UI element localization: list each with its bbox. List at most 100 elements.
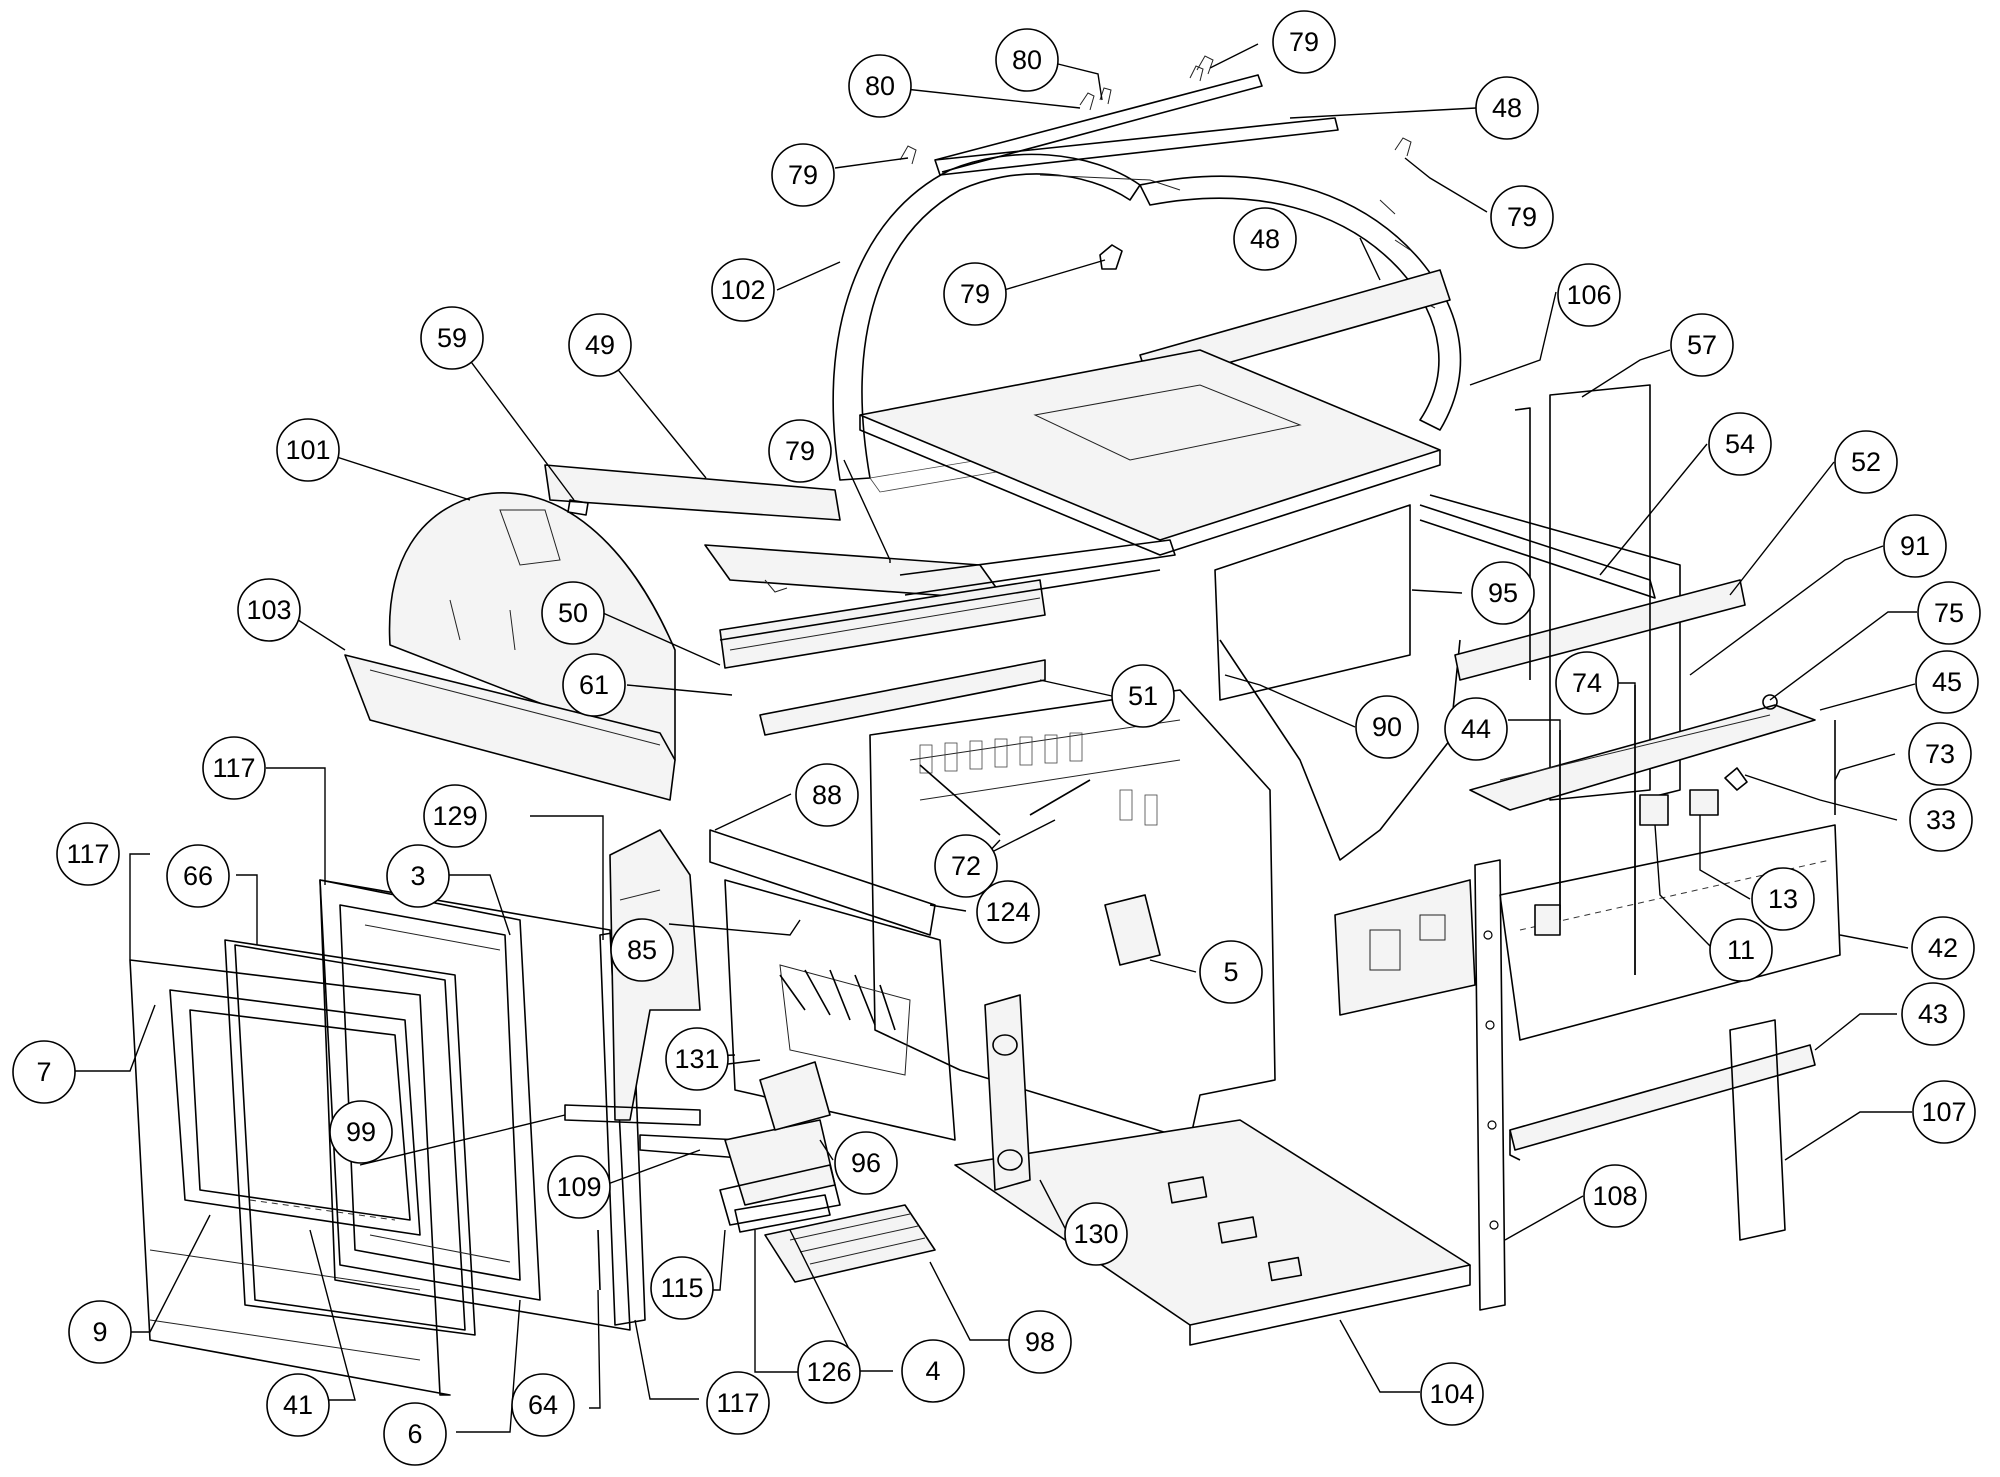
part-98-bars bbox=[789, 1213, 926, 1265]
part-13-switch bbox=[1689, 789, 1719, 816]
callout-label: 106 bbox=[1566, 280, 1611, 310]
callout-103: 103 bbox=[237, 578, 301, 642]
callout-label: 51 bbox=[1128, 681, 1158, 711]
callout-label: 126 bbox=[806, 1357, 851, 1387]
part-79-clip-left bbox=[899, 145, 917, 165]
part-103-deflector bbox=[344, 654, 676, 801]
callout-131: 131 bbox=[665, 1027, 729, 1091]
callout-33: 33 bbox=[1909, 788, 1973, 852]
callout-label: 11 bbox=[1727, 935, 1755, 965]
callout-130: 130 bbox=[1064, 1202, 1128, 1266]
callout-label: 79 bbox=[960, 279, 990, 309]
callout-48-b: 48 bbox=[1233, 207, 1297, 271]
callout-79-e: 79 bbox=[768, 419, 832, 483]
part-7-lower bbox=[149, 1249, 421, 1361]
part-66-frame bbox=[234, 944, 466, 1331]
callout-95: 95 bbox=[1471, 561, 1535, 625]
callout-label: 48 bbox=[1492, 93, 1522, 123]
callout-61: 61 bbox=[562, 653, 626, 717]
callout-11: 11 bbox=[1709, 918, 1773, 982]
part-5-firebox bbox=[869, 689, 1276, 1141]
callout-label: 59 bbox=[437, 323, 467, 353]
callout-label: 4 bbox=[925, 1356, 940, 1386]
part-101-detail bbox=[449, 599, 516, 651]
callout-5: 5 bbox=[1199, 940, 1263, 1004]
callout-45: 45 bbox=[1915, 650, 1979, 714]
callout-9: 9 bbox=[68, 1300, 132, 1364]
callout-64: 64 bbox=[511, 1373, 575, 1437]
callout-label: 33 bbox=[1926, 805, 1956, 835]
part-104-cutout-1 bbox=[1167, 1176, 1208, 1204]
part-88-plate bbox=[709, 829, 936, 936]
callout-label: 79 bbox=[1507, 202, 1537, 232]
part-101-slot bbox=[499, 509, 561, 566]
callout-label: 54 bbox=[1725, 429, 1755, 459]
part-117-gasket-front bbox=[224, 939, 476, 1336]
part-arch-bracket bbox=[1039, 174, 1181, 191]
callout-7: 7 bbox=[12, 1040, 76, 1104]
part-131-hinge bbox=[724, 879, 956, 1141]
callout-73: 73 bbox=[1908, 722, 1972, 786]
callout-90: 90 bbox=[1355, 695, 1419, 759]
part-42-terminal bbox=[1534, 904, 1561, 936]
callout-41: 41 bbox=[266, 1373, 330, 1437]
part-95-rear bbox=[1214, 504, 1411, 701]
callout-label: 95 bbox=[1488, 578, 1518, 608]
part-131-louvers bbox=[779, 964, 911, 1076]
callout-label: 45 bbox=[1932, 667, 1962, 697]
callout-label: 80 bbox=[1012, 45, 1042, 75]
part-103-lip bbox=[369, 669, 661, 746]
part-130-knob-top bbox=[992, 1034, 1018, 1056]
part-43-lip bbox=[1509, 1130, 1521, 1161]
part-43-bracket bbox=[1509, 1044, 1816, 1151]
callout-50: 50 bbox=[541, 581, 605, 645]
part-arch-base-plate bbox=[859, 349, 1441, 541]
callout-74: 74 bbox=[1555, 651, 1619, 715]
callout-43: 43 bbox=[1901, 982, 1965, 1046]
callout-label: 90 bbox=[1372, 712, 1402, 742]
callout-label: 73 bbox=[1925, 739, 1955, 769]
callout-label: 103 bbox=[246, 595, 291, 625]
part-6-frame bbox=[319, 879, 541, 1301]
callout-label: 3 bbox=[410, 861, 425, 891]
part-130-hinge bbox=[984, 994, 1031, 1191]
callout-52: 52 bbox=[1834, 430, 1898, 494]
callout-label: 79 bbox=[788, 160, 818, 190]
callout-label: 7 bbox=[36, 1057, 51, 1087]
callout-label: 117 bbox=[212, 753, 255, 783]
callout-129: 129 bbox=[423, 784, 487, 848]
callout-label: 130 bbox=[1073, 1219, 1118, 1249]
callout-117-a: 117 bbox=[202, 736, 266, 800]
callout-label: 41 bbox=[283, 1390, 313, 1420]
part-108-post bbox=[1474, 859, 1506, 1311]
callout-label: 107 bbox=[1921, 1097, 1966, 1127]
callout-label: 50 bbox=[558, 598, 588, 628]
part-79-clip-top bbox=[1196, 55, 1214, 75]
callout-label: 74 bbox=[1572, 668, 1602, 698]
callout-label: 13 bbox=[1768, 884, 1798, 914]
callout-label: 5 bbox=[1223, 957, 1238, 987]
part-57-panel bbox=[1549, 384, 1651, 801]
part-109-rod bbox=[639, 1134, 741, 1159]
part-arch-base-edge bbox=[859, 415, 1441, 556]
part-electronics-board bbox=[1334, 879, 1476, 1016]
part-33-sensor bbox=[1724, 767, 1748, 791]
callout-72: 72 bbox=[934, 834, 998, 898]
callout-label: 6 bbox=[407, 1419, 422, 1449]
part-124-plate bbox=[1104, 894, 1161, 966]
part-45-tray bbox=[1469, 704, 1816, 811]
callout-label: 66 bbox=[183, 861, 213, 891]
part-54-rail bbox=[1419, 504, 1656, 599]
callout-109: 109 bbox=[547, 1155, 611, 1219]
callout-124: 124 bbox=[976, 880, 1040, 944]
callout-42: 42 bbox=[1911, 916, 1975, 980]
callout-75: 75 bbox=[1917, 581, 1981, 645]
part-104-cutout-2 bbox=[1217, 1216, 1258, 1244]
callout-96: 96 bbox=[834, 1131, 898, 1195]
callout-label: 75 bbox=[1934, 598, 1964, 628]
callout-126: 126 bbox=[797, 1340, 861, 1404]
part-106-arch-right bbox=[1139, 175, 1462, 431]
callout-label: 102 bbox=[720, 275, 765, 305]
callout-label: 79 bbox=[1289, 27, 1319, 57]
